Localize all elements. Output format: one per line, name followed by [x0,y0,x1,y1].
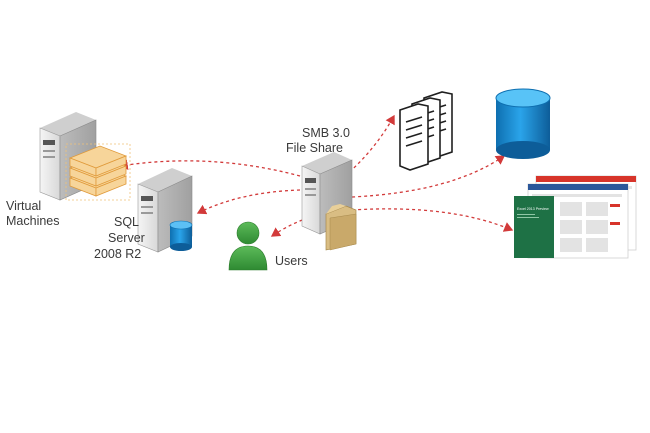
documents-stack-icon [399,91,453,171]
server-with-database-icon [137,168,193,253]
sql-label-line3: 2008 R2 [94,247,141,261]
sql-label-line2: Server [108,231,145,245]
connector-fileshare-to-documents [344,114,395,177]
connector-fileshare-to-office [351,208,514,232]
users-node: Users [228,221,308,271]
server-with-folder-icon [301,152,357,251]
users-label: Users [275,254,308,268]
sql-label-line1: SQL [114,215,139,229]
vm-label-line1: Virtual [6,199,41,213]
fileshare-label-line2: File Share [286,141,343,155]
office-splash-text: Excel 2013 Preview [517,207,549,211]
documents-node [399,91,453,171]
connector-fileshare-to-users [270,217,309,237]
office-node: Excel 2013 Preview [514,175,637,259]
database-node [495,88,551,159]
connector-fileshare-to-vm [118,159,301,177]
connector-fileshare-to-database [351,155,506,198]
vm-node: Virtual Machines [6,112,131,228]
connector-fileshare-to-sql [196,189,301,215]
vm-label-line2: Machines [6,214,60,228]
server-with-vm-boxes-icon [39,112,131,201]
database-cylinder-icon [495,88,551,159]
sql-node: SQL Server 2008 R2 [94,168,193,261]
fileshare-label-line1: SMB 3.0 [302,126,350,140]
office-application-screenshots-icon: Excel 2013 Preview [514,175,637,259]
fileshare-node: SMB 3.0 File Share [286,126,357,251]
user-icon [228,221,268,271]
